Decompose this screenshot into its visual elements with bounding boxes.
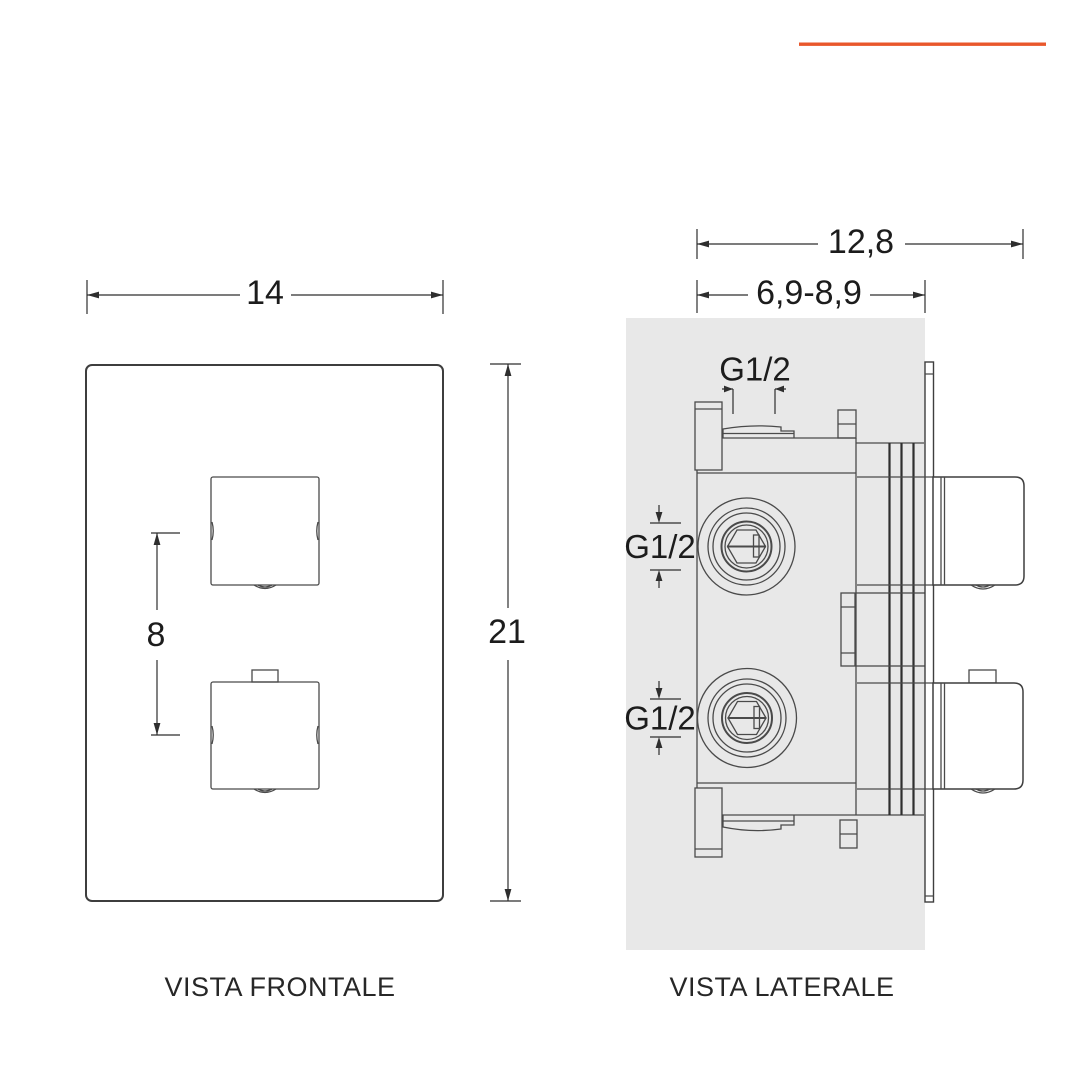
dim-total-depth: 12,8 <box>696 223 1024 261</box>
front-knob-top <box>210 476 320 590</box>
dim-front-height-value: 21 <box>488 613 526 651</box>
front-view: 14 21 8 <box>85 274 526 902</box>
thread-label-mid: G1/2 <box>624 505 696 588</box>
front-knob-bottom <box>210 669 320 794</box>
thread-label-top-value: G1/2 <box>719 351 791 388</box>
dim-front-width-value: 14 <box>246 274 284 312</box>
dim-knob-spacing: 8 <box>147 532 180 736</box>
port-bottom <box>696 667 798 769</box>
side-handle-bottom <box>932 669 1024 794</box>
dim-total-depth-value: 12,8 <box>828 223 894 261</box>
caption-front-view: VISTA FRONTALE <box>164 972 395 1002</box>
dim-front-height: 21 <box>488 363 526 902</box>
dim-wall-depth-range: 6,9-8,9 <box>696 274 926 313</box>
dim-wall-depth-range-value: 6,9-8,9 <box>756 274 862 312</box>
depth-lines <box>888 443 915 815</box>
thread-label-mid-value: G1/2 <box>624 528 696 565</box>
dim-front-width: 14 <box>86 274 444 314</box>
side-view: 12,8 6,9-8,9 G1/2 G1/2 <box>624 223 1025 950</box>
thread-label-top: G1/2 <box>719 351 791 414</box>
thread-label-bottom: G1/2 <box>624 681 696 755</box>
accent-divider-line <box>799 42 1046 46</box>
wall-panel <box>626 318 925 950</box>
wall-plate <box>924 361 935 903</box>
caption-side-view: VISTA LATERALE <box>669 972 894 1002</box>
dim-knob-spacing-value: 8 <box>147 616 166 654</box>
front-faceplate <box>85 364 444 902</box>
port-top <box>697 497 796 596</box>
side-handle-top <box>932 476 1025 590</box>
spindle-lines <box>857 476 933 790</box>
thread-label-bottom-value: G1/2 <box>624 700 696 737</box>
